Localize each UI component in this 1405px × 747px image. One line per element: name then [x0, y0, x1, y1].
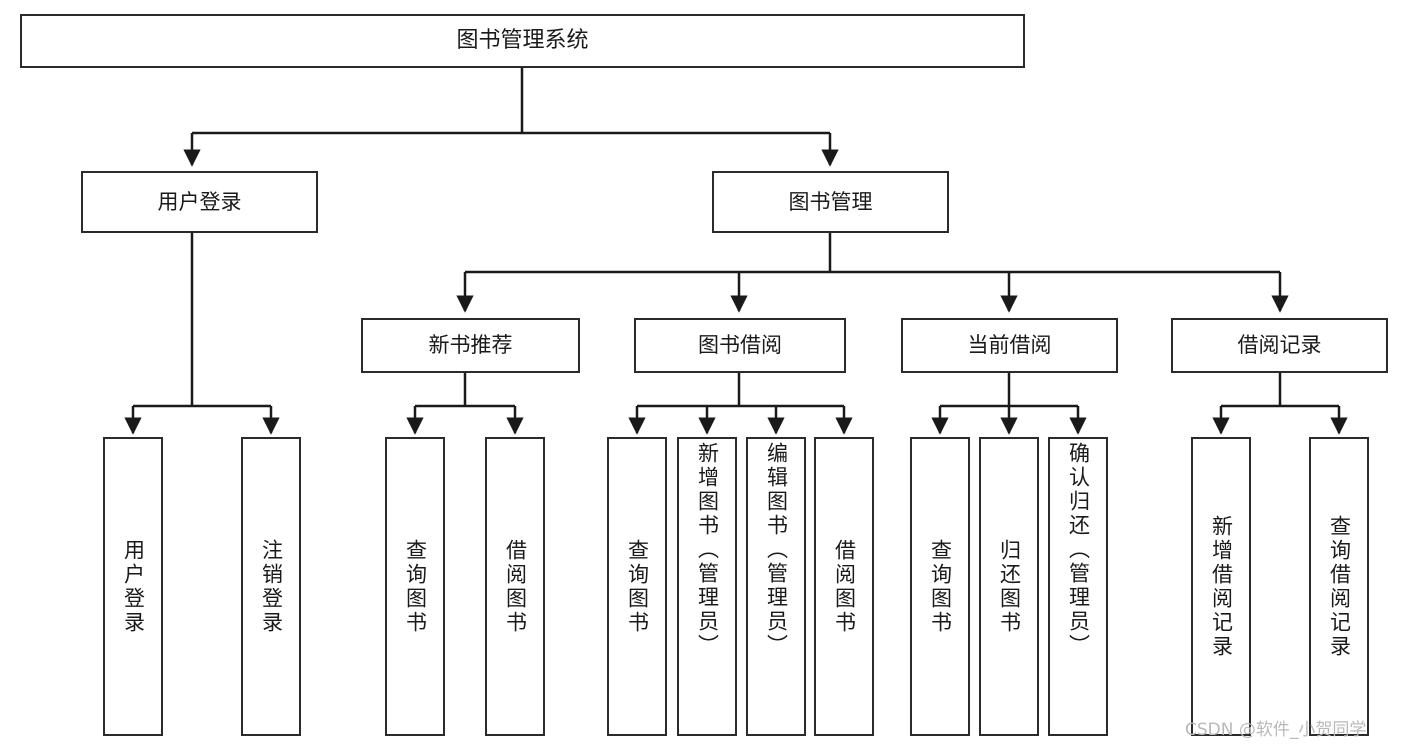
node-user-login[interactable]: 用户登录 — [81, 171, 318, 233]
leaf-query-borrow-record[interactable]: 查询借阅记录 — [1309, 437, 1369, 736]
node-label: 借阅图书 — [503, 538, 528, 635]
node-label: 借阅图书 — [832, 538, 857, 635]
node-label: 查询借阅记录 — [1327, 514, 1352, 659]
node-label: 借阅记录 — [1237, 333, 1322, 358]
node-label: 确认归还（管理员） — [1066, 442, 1091, 658]
node-label: 查询图书 — [928, 538, 953, 635]
node-label: 注销登录 — [259, 538, 284, 635]
node-current-borrow[interactable]: 当前借阅 — [901, 318, 1118, 373]
node-root-system[interactable]: 图书管理系统 — [20, 14, 1025, 68]
leaf-borrow-book-1[interactable]: 借阅图书 — [485, 437, 545, 736]
node-book-borrow[interactable]: 图书借阅 — [634, 318, 846, 373]
leaf-query-book-3[interactable]: 查询图书 — [910, 437, 970, 736]
leaf-confirm-return-admin[interactable]: 确认归还（管理员） — [1048, 437, 1108, 736]
node-label: 用户登录 — [157, 189, 242, 214]
node-label: 当前借阅 — [967, 333, 1052, 358]
leaf-logout-login[interactable]: 注销登录 — [241, 437, 301, 736]
node-label: 新书推荐 — [428, 333, 513, 358]
leaf-add-borrow-record[interactable]: 新增借阅记录 — [1191, 437, 1251, 736]
node-label: 图书管理系统 — [456, 28, 589, 54]
leaf-query-book-1[interactable]: 查询图书 — [385, 437, 445, 736]
node-book-manage[interactable]: 图书管理 — [712, 171, 949, 233]
node-label: 新增图书（管理员） — [695, 442, 720, 658]
node-borrow-record[interactable]: 借阅记录 — [1171, 318, 1388, 373]
leaf-borrow-book-2[interactable]: 借阅图书 — [814, 437, 874, 736]
node-label: 图书管理 — [788, 189, 873, 214]
leaf-add-book-admin[interactable]: 新增图书（管理员） — [677, 437, 737, 736]
node-new-book-recommend[interactable]: 新书推荐 — [361, 318, 580, 373]
leaf-return-book[interactable]: 归还图书 — [979, 437, 1039, 736]
leaf-query-book-2[interactable]: 查询图书 — [607, 437, 667, 736]
node-label: 编辑图书（管理员） — [764, 442, 789, 658]
node-label: 查询图书 — [625, 538, 650, 635]
node-label: 查询图书 — [403, 538, 428, 635]
leaf-edit-book-admin[interactable]: 编辑图书（管理员） — [746, 437, 806, 736]
watermark: CSDN @软件_小贺同学 — [1185, 720, 1367, 740]
node-label: 图书借阅 — [698, 333, 782, 358]
node-label: 归还图书 — [997, 538, 1022, 635]
node-label: 新增借阅记录 — [1209, 514, 1234, 659]
node-label: 用户登录 — [121, 538, 146, 635]
leaf-user-login[interactable]: 用户登录 — [103, 437, 163, 736]
